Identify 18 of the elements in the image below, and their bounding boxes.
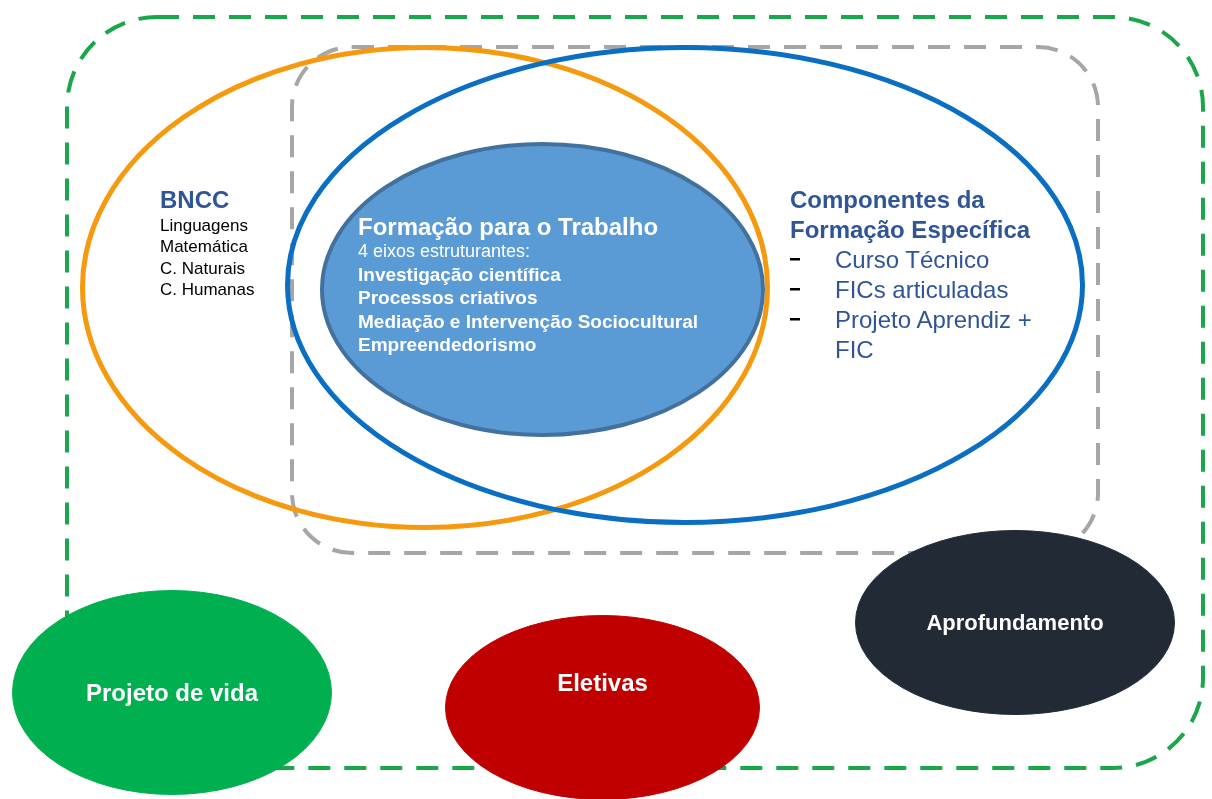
list-item: FICs articuladas xyxy=(835,275,1010,305)
text-line: 4 eixos estruturantes: xyxy=(358,241,532,264)
label: Projeto de vida xyxy=(85,677,258,708)
text-line: C. Naturais xyxy=(160,257,247,279)
text-line: Linguagens xyxy=(160,215,249,237)
heading: Componentes da Formação Específica xyxy=(790,185,1032,245)
label: Aprofundamento xyxy=(926,608,1104,637)
text-line: Empreendedorismo xyxy=(358,332,538,356)
text-line: Processos criativos xyxy=(358,286,539,310)
heading: BNCC xyxy=(160,185,231,215)
text-line: Investigação científica xyxy=(358,263,562,287)
text-line: C. Humanas xyxy=(160,278,256,300)
heading: Formação para o Trabalho xyxy=(358,212,660,242)
list-item: Curso Técnico xyxy=(835,245,991,275)
text-line: Matemática xyxy=(160,236,249,258)
text-line: Mediação e Intervenção Sociocultural xyxy=(358,309,699,333)
list-item: Projeto Aprendiz + FIC xyxy=(835,305,1033,365)
label: Eletivas xyxy=(557,667,648,698)
